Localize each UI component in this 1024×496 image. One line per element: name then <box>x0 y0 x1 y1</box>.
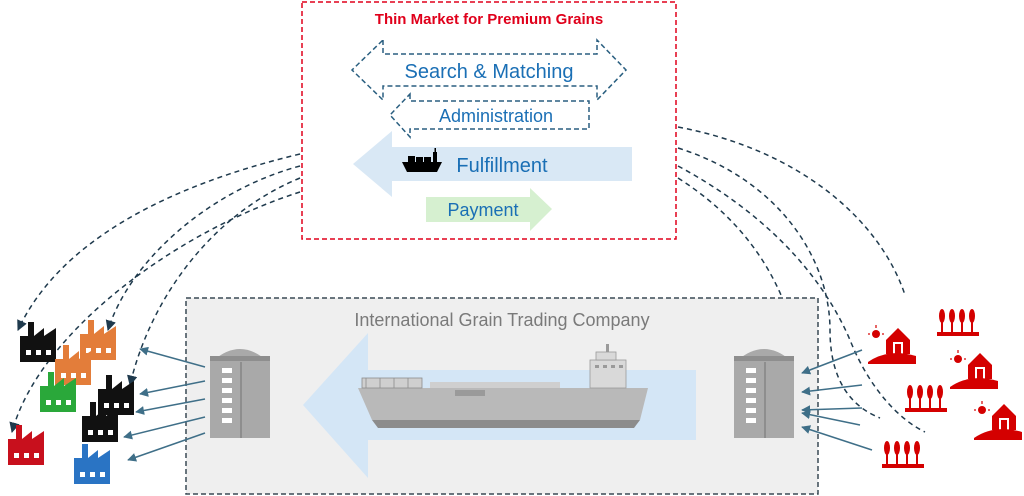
connector-market-factory-4 <box>9 191 301 434</box>
thin-market-panel: Thin Market for Premium Grains Search & … <box>301 1 677 240</box>
farm-barn-icon <box>868 325 916 364</box>
connector-farm-market-1 <box>677 126 906 296</box>
factory-icon <box>82 402 118 442</box>
search-matching-arrow: Search & Matching <box>350 38 628 102</box>
administration-arrow: Administration <box>388 92 590 139</box>
wheat-field-icon <box>937 309 979 336</box>
payment-arrow: Payment <box>426 188 552 231</box>
factory-icon <box>74 444 110 484</box>
fulfillment-arrow: Fulfillment <box>353 131 632 197</box>
fulfillment-label: Fulfillment <box>456 155 548 177</box>
silo-to-factory-arrows <box>123 346 206 462</box>
administration-label: Administration <box>439 106 553 126</box>
thin-market-title: Thin Market for Premium Grains <box>375 11 603 28</box>
factory-icon <box>80 320 116 360</box>
factory-icon <box>20 322 56 362</box>
factory-icons <box>8 320 134 484</box>
bulk-carrier-ship-icon <box>358 344 648 428</box>
connector-farm-market-3 <box>677 165 926 433</box>
connector-market-factory-2 <box>105 165 301 332</box>
farm-icons <box>868 309 1022 468</box>
factory-icon <box>98 375 134 415</box>
payment-label: Payment <box>447 200 518 220</box>
search-matching-label: Search & Matching <box>405 61 574 83</box>
factory-icon <box>40 372 76 412</box>
factory-icon <box>55 345 91 385</box>
farm-barn-icon <box>950 350 998 389</box>
connector-farm-market-2 <box>677 147 881 419</box>
container-ship-icon <box>402 148 442 172</box>
farm-to-silo-arrows <box>801 349 873 451</box>
trading-company-label: International Grain Trading Company <box>354 310 649 330</box>
wheat-field-icon <box>882 441 924 468</box>
grain-silo-icon-right <box>734 349 794 438</box>
trading-company-panel: International Grain Trading Company <box>123 297 873 495</box>
factory-icon <box>8 425 44 465</box>
farm-barn-icon <box>974 401 1022 440</box>
wheat-field-icon <box>905 385 947 412</box>
grain-silo-icon-left <box>210 349 270 438</box>
